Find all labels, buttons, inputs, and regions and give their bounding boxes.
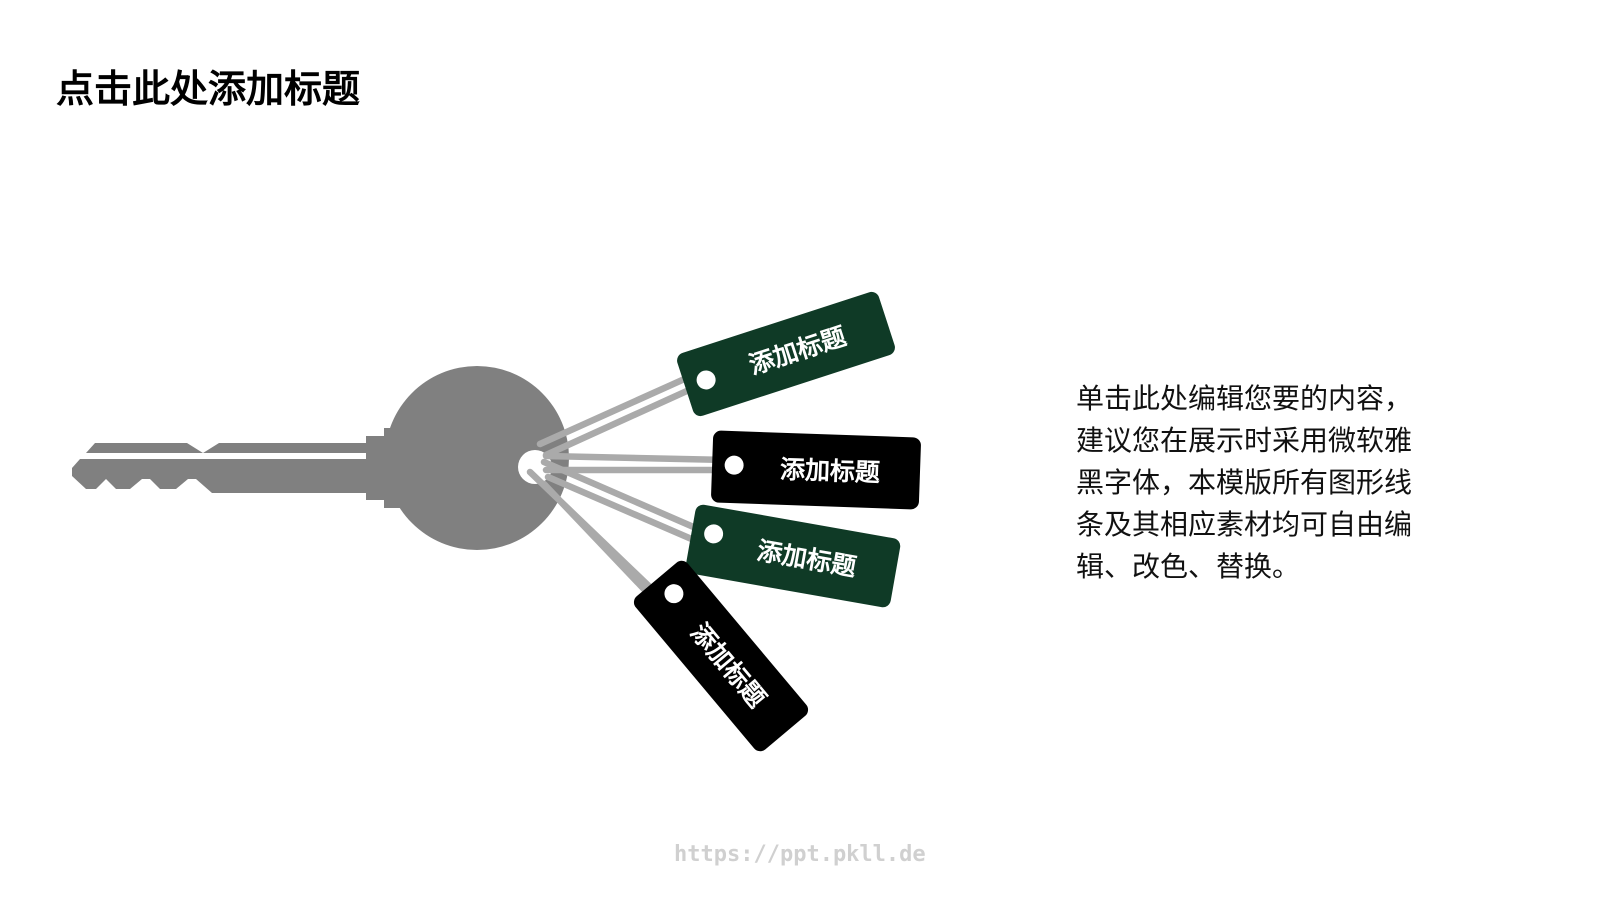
slide-title[interactable]: 点击此处添加标题 bbox=[56, 67, 361, 111]
tag-2[interactable]: 添加标题 bbox=[711, 430, 921, 510]
body-text-line: 条及其相应素材均可自由编 bbox=[1076, 508, 1413, 541]
tag-3-hole bbox=[704, 524, 724, 544]
tag-1-body bbox=[677, 291, 895, 417]
body-text-line: 建议您在展示时采用微软雅 bbox=[1076, 424, 1413, 457]
body-text-box[interactable]: 单击此处编辑您要的内容， 建议您在展示时采用微软雅 黑字体，本模版所有图形线 条… bbox=[1076, 378, 1446, 588]
tag-1[interactable]: 添加标题 bbox=[675, 290, 897, 418]
tag-2-label: 添加标题 bbox=[779, 455, 880, 487]
body-text-line: 单击此处编辑您要的内容， bbox=[1076, 382, 1413, 415]
tag-2-hole bbox=[724, 455, 744, 475]
tag-3[interactable]: 添加标题 bbox=[685, 503, 902, 608]
body-text-line: 辑、改色、替换。 bbox=[1076, 550, 1301, 583]
watermark: https://ppt.pkll.de bbox=[674, 842, 926, 867]
key-hole bbox=[518, 450, 552, 484]
tag-2-body bbox=[711, 430, 921, 510]
body-text-line: 黑字体，本模版所有图形线 bbox=[1076, 466, 1413, 499]
tag-4-hole bbox=[664, 584, 684, 604]
key-icon bbox=[72, 366, 569, 550]
tag-1-hole bbox=[696, 370, 716, 390]
tag-4[interactable]: 添加标题 bbox=[631, 558, 812, 755]
tag-4-body bbox=[633, 560, 809, 752]
tag-3-body bbox=[685, 504, 901, 608]
